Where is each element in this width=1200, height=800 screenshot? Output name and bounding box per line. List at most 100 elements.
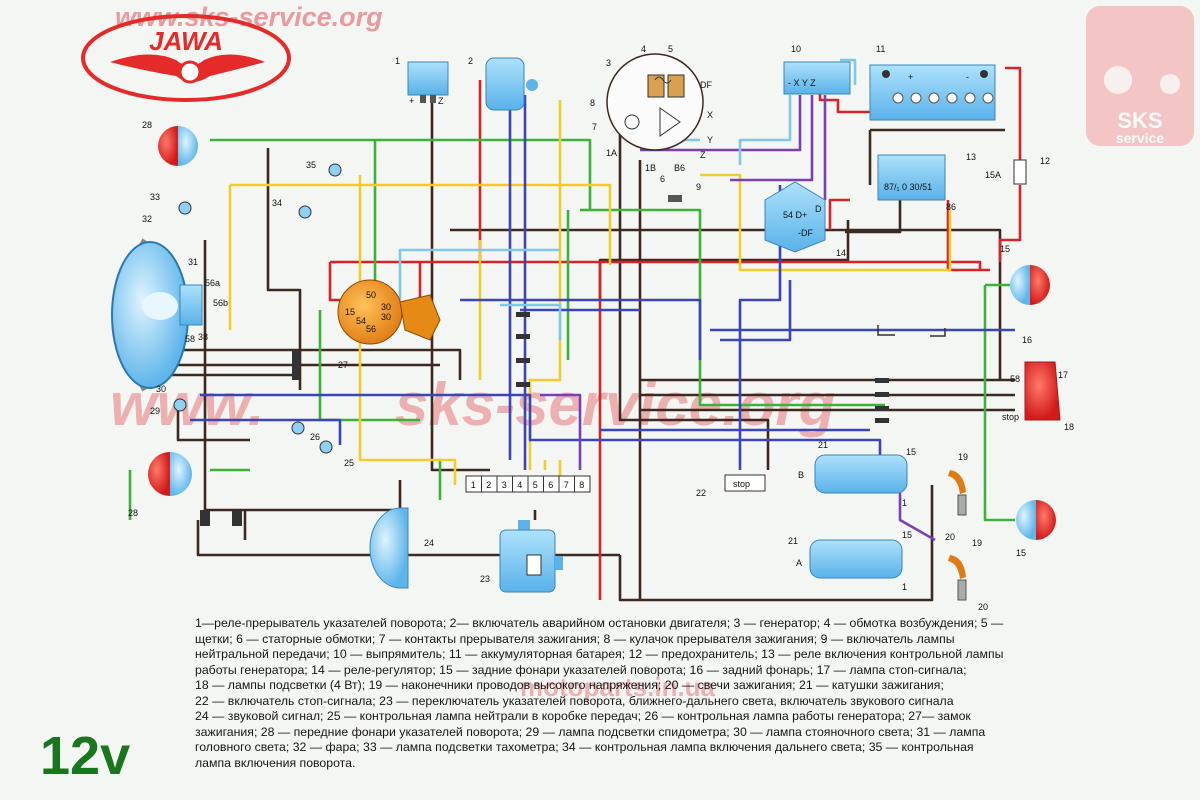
label-sw-50: 50 bbox=[366, 290, 376, 300]
label-5: 5 bbox=[668, 44, 673, 54]
label-hl-56a: 56a bbox=[205, 278, 220, 288]
terminal-label: 5 bbox=[533, 480, 538, 490]
label-reg-d: D bbox=[815, 204, 822, 214]
horn: 24 bbox=[369, 507, 434, 589]
label-13: 13 bbox=[966, 152, 976, 162]
label-6: 6 bbox=[660, 174, 665, 184]
label-gen-1a: 1A bbox=[606, 148, 617, 158]
label-fuse: 15A bbox=[985, 170, 1001, 180]
label-reg-df: -DF bbox=[798, 228, 813, 238]
label-3: 3 bbox=[606, 58, 611, 68]
terminal-label: 2 bbox=[486, 480, 491, 490]
legend-line-10: лампа включения поворота. bbox=[195, 755, 356, 770]
terminal-label: 7 bbox=[564, 480, 569, 490]
label-stop: stop bbox=[733, 479, 750, 489]
label-coil-b: B bbox=[798, 470, 804, 480]
rear-turn-signal-lower: 15 bbox=[1016, 500, 1056, 558]
terminal-label: 4 bbox=[517, 480, 522, 490]
label-28a: 28 bbox=[142, 120, 152, 130]
lamp-29 bbox=[173, 398, 187, 412]
lamp-33 bbox=[178, 201, 192, 215]
battery: + - 11 bbox=[869, 44, 996, 121]
label-sw-30b: 30 bbox=[381, 312, 391, 322]
ignition-lock: 50 15 54 30 30 56 27 bbox=[337, 279, 441, 370]
rectifier: - X Y Z 10 bbox=[783, 44, 851, 95]
jawa-logo: JAWA bbox=[81, 14, 291, 102]
label-18: 18 bbox=[1064, 422, 1074, 432]
label-bat-plus: + bbox=[908, 72, 913, 82]
spark-plug-upper: 19 20 bbox=[945, 452, 968, 542]
label-16: 16 bbox=[1022, 335, 1032, 345]
sks-logo: SKS service bbox=[1086, 6, 1194, 146]
indicator-lamps bbox=[173, 163, 342, 454]
watermark-bottom: motoparts.in.ua bbox=[520, 672, 716, 702]
label-10: 10 bbox=[791, 44, 801, 54]
tail-lamp: 58 stop 16 17 18 bbox=[1002, 335, 1074, 432]
terminal-label: 8 bbox=[579, 480, 584, 490]
label-relay-plus: + bbox=[409, 96, 414, 106]
label-gen-df: DF bbox=[700, 80, 712, 90]
label-15a: 15 bbox=[1000, 244, 1010, 254]
legend-line-4: работы генератора; 14 — реле-регулятор; … bbox=[195, 662, 967, 677]
front-turn-signal-upper: 28 bbox=[142, 120, 198, 166]
legend-line-9: головного света; 32 — фара; 33 — лампа п… bbox=[195, 740, 974, 754]
label-20b: 20 bbox=[978, 602, 988, 612]
label-tail-58: 58 bbox=[1010, 374, 1020, 384]
label-4: 4 bbox=[641, 44, 646, 54]
label-21a: 21 bbox=[818, 440, 828, 450]
label-gen-y: Y bbox=[707, 135, 713, 145]
label-sw-56: 56 bbox=[366, 324, 376, 334]
legend-line-5: 18 — лампы подсветки (4 Вт); 19 — наконе… bbox=[195, 678, 944, 692]
label-tail-stop: stop bbox=[1002, 412, 1019, 422]
label-19b: 19 bbox=[972, 538, 982, 548]
stop-switch: stop 22 bbox=[696, 474, 766, 498]
wire-connectors bbox=[200, 312, 889, 526]
label-24: 24 bbox=[424, 538, 434, 548]
label-relay-pins: 87/₁ 0 30/51 bbox=[884, 182, 932, 192]
neutral-switch: 9 bbox=[668, 182, 701, 202]
ignition-coil-b: B 21 15 1 bbox=[798, 440, 916, 508]
label-rect-pins: - X Y Z bbox=[788, 78, 816, 88]
legend-line-3: нейтральной передачи; 10 — выпрямитель; … bbox=[195, 647, 1004, 661]
kill-switch: 2 bbox=[468, 56, 538, 111]
voltage-regulator: 54 D+ D -DF 14 bbox=[764, 181, 846, 258]
lamp-25 bbox=[319, 440, 333, 454]
label-sw-15: 15 bbox=[345, 307, 355, 317]
label-coil-a: A bbox=[796, 558, 802, 568]
label-26: 26 bbox=[310, 432, 320, 442]
label-23: 23 bbox=[480, 574, 490, 584]
label-34: 34 bbox=[272, 198, 282, 208]
lamp-26 bbox=[291, 421, 305, 435]
label-coil-b-15: 15 bbox=[906, 447, 916, 457]
label-reg-pins: 54 D+ bbox=[783, 210, 807, 220]
label-14: 14 bbox=[836, 248, 846, 258]
front-turn-signal-lower: 28 bbox=[128, 452, 192, 518]
label-bat-minus: - bbox=[966, 72, 969, 82]
label-sw-54: 54 bbox=[356, 316, 366, 326]
label-gen-z: Z bbox=[700, 150, 706, 160]
wires bbox=[128, 58, 1022, 602]
label-21b: 21 bbox=[788, 536, 798, 546]
lamp-34 bbox=[298, 205, 312, 219]
terminal-label: 6 bbox=[548, 480, 553, 490]
lamp-35 bbox=[328, 163, 342, 177]
label-1: 1 bbox=[395, 56, 400, 66]
sks-logo-line2: service bbox=[1116, 130, 1164, 146]
label-gen-b6: B6 bbox=[674, 163, 685, 173]
legend-line-2: щетки; 6 — статорные обмотки; 7 — контак… bbox=[195, 631, 955, 646]
label-33: 33 bbox=[150, 192, 160, 202]
legend-line-8: зажигания; 28 — передние фонари указател… bbox=[195, 724, 986, 739]
handlebar-switch: 23 bbox=[480, 520, 563, 593]
label-8: 8 bbox=[590, 98, 595, 108]
label-sw-30: 30 bbox=[381, 302, 391, 312]
sks-logo-line1: SKS bbox=[1117, 108, 1162, 133]
label-15b: 15 bbox=[1016, 548, 1026, 558]
label-gen-1b: 1B bbox=[645, 163, 656, 173]
jawa-logo-text: JAWA bbox=[149, 26, 223, 56]
label-2: 2 bbox=[468, 56, 473, 66]
legend-line-1: 1—реле-прерыватель указателей поворота; … bbox=[195, 616, 1004, 630]
fuse: 12 15A bbox=[985, 156, 1050, 185]
label-30: 30 bbox=[156, 384, 166, 394]
label-29: 29 bbox=[150, 406, 160, 416]
